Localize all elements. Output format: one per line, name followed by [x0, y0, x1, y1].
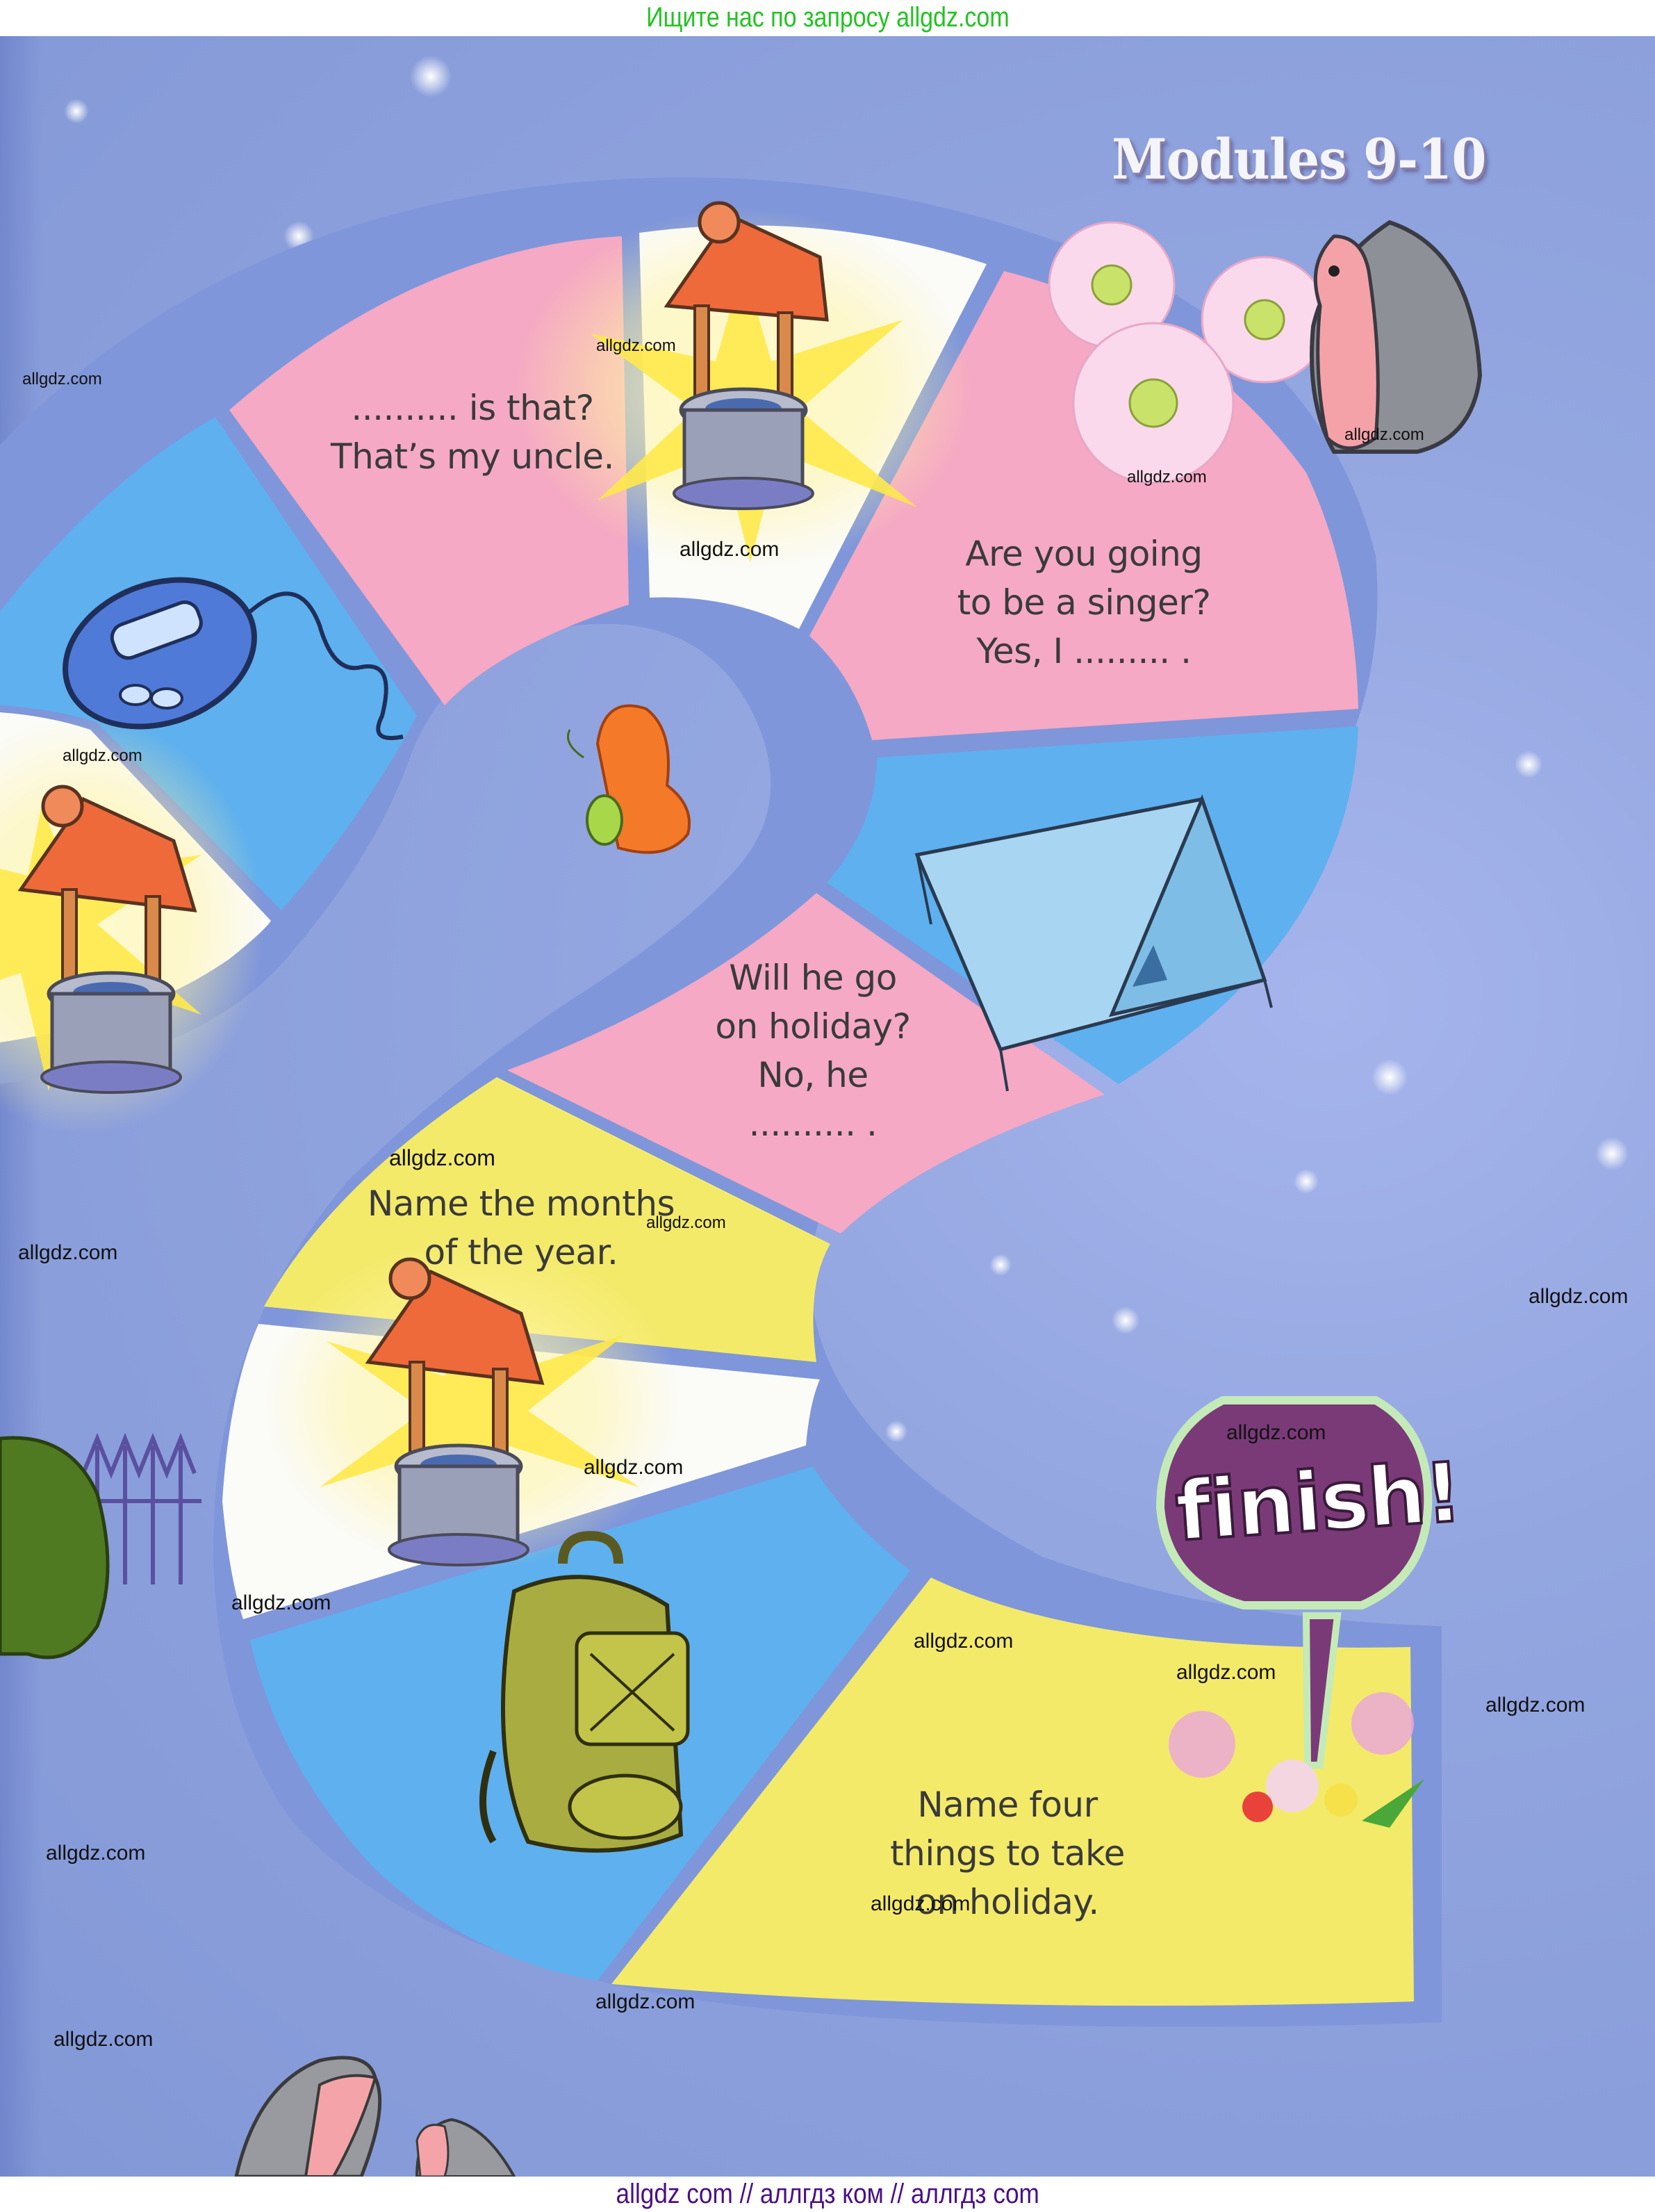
lily-flowers-icon [1169, 1692, 1424, 1828]
watermark: allgdz.com [1176, 1661, 1276, 1684]
watermark: allgdz.com [595, 1990, 695, 2013]
finish-label: finish! [1171, 1443, 1465, 1561]
square-whose-text: .......... is that? That’s my uncle. [331, 388, 614, 477]
top-banner-text: Ищите нас по запросу allgdz.com [645, 2, 1010, 33]
cd-player-icon [63, 577, 404, 740]
hedgehogs-bottom-icon [234, 2056, 516, 2177]
wishing-well-icon [17, 785, 197, 1094]
wishing-well-icon [365, 1257, 545, 1566]
page-title: Modules 9-10 [1112, 126, 1486, 192]
watermark: allgdz.com [389, 1145, 495, 1170]
tent-icon [914, 794, 1273, 1092]
flowers-icon [1048, 221, 1328, 484]
wishing-well-icon [664, 201, 829, 510]
top-banner: Ищите нас по запросу allgdz.com [0, 0, 1655, 36]
watermark: allgdz.com [53, 2028, 154, 2051]
board-game-page: Modules 9-10 .......... is that? That’s … [0, 36, 1655, 2177]
watermark: allgdz.com [1529, 1285, 1629, 1308]
butterfly-icon [567, 704, 691, 854]
square-singer-text: Are you going to be a singer? Yes, I ...… [957, 534, 1211, 671]
watermark: allgdz.com [584, 1456, 684, 1479]
board-game [0, 56, 1629, 2177]
backpack-icon [479, 1530, 690, 1853]
bottom-banner-text: allgdz com // аллгдз ком // аллгдз com [616, 2179, 1039, 2209]
watermark: allgdz.com [46, 1842, 146, 1865]
watermark: allgdz.com [914, 1630, 1014, 1653]
square-months-text: Name the months of the year. [367, 1183, 675, 1272]
square-things[interactable] [611, 1578, 1414, 2006]
square-holiday-text: Will he go on holiday? No, he ..........… [715, 958, 911, 1144]
square-things-text: Name four things to take on holiday. [890, 1785, 1125, 1922]
watermark: allgdz.com [1127, 468, 1207, 486]
square-holiday[interactable] [507, 893, 1105, 1234]
watermark: allgdz.com [231, 1591, 331, 1614]
watermark: allgdz.com [18, 1241, 118, 1264]
watermark: allgdz.com [596, 336, 676, 355]
watermark: allgdz.com [1226, 1421, 1326, 1444]
turtle-icon [0, 1436, 110, 1660]
watermark: allgdz.com [680, 538, 780, 561]
watermark: allgdz.com [1344, 425, 1424, 444]
watermark: allgdz.com [1485, 1694, 1586, 1717]
bottom-banner: allgdz com // аллгдз ком // аллгдз com [0, 2177, 1655, 2212]
watermark: allgdz.com [22, 370, 102, 388]
finish-sign-icon [1155, 1396, 1433, 1828]
watermark: allgdz.com [646, 1213, 726, 1232]
watermark: allgdz.com [871, 1892, 971, 1915]
hedgehog-icon [1310, 220, 1483, 454]
watermark: allgdz.com [63, 746, 142, 765]
